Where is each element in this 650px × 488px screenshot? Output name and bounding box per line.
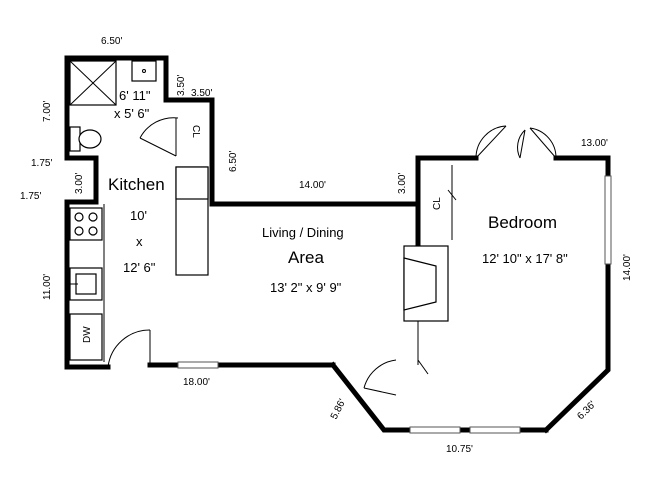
window-bay-right — [551, 385, 591, 425]
door-bedroom-c — [529, 127, 557, 159]
dim-175-b: 1.75' — [20, 191, 41, 202]
fixtures — [69, 60, 449, 362]
dim-1400-right: 14.00' — [622, 254, 633, 281]
bedroom-wall-right — [542, 155, 611, 434]
kitchen-dim-1: 10' — [130, 208, 147, 223]
dim-350-vertical: 3.50' — [176, 75, 187, 96]
door-bedroom-a — [475, 125, 507, 159]
window-bedroom-right — [604, 175, 612, 265]
bath-wall-left — [64, 55, 215, 161]
dishwasher-label: DW — [82, 326, 93, 343]
sink-icon — [131, 60, 157, 82]
toilet-icon — [69, 126, 102, 152]
kitchen-sink-icon — [69, 267, 103, 301]
dim-175-a: 1.75' — [31, 158, 52, 169]
living-name-2: Area — [288, 248, 324, 267]
window-bay-left — [343, 379, 381, 426]
living-dims: 13' 2" x 9' 9" — [270, 280, 342, 295]
dim-1800: 18.00' — [183, 377, 210, 388]
dim-300-a: 3.00' — [74, 173, 85, 194]
closet-label-2: CL — [432, 197, 443, 210]
bath-dims: 6' 11" — [119, 88, 151, 103]
window-bay-bottom-b — [469, 426, 521, 434]
bedroom-dims: 12' 10" x 17' 8" — [482, 251, 568, 266]
stove-icon — [69, 207, 103, 241]
kitchen-dim-2: x — [136, 234, 143, 249]
dimension-labels: 6.50' 7.00' 3.50' 3.50' 6.50' 1.75' 1.75… — [20, 36, 633, 455]
window-bay-bottom-a — [409, 426, 461, 434]
bedroom-name: Bedroom — [488, 213, 557, 232]
fireplace-icon — [403, 245, 449, 322]
dim-1100: 11.00' — [42, 274, 53, 300]
bedroom-divider — [415, 155, 479, 207]
dishwasher-icon — [69, 313, 103, 361]
dim-1400-top: 14.00' — [299, 180, 326, 191]
dim-700: 7.00' — [42, 101, 53, 122]
dim-586: 5.86' — [329, 397, 349, 421]
dim-350-horizontal: 3.50' — [191, 88, 212, 99]
closet-label-1: CL — [190, 125, 201, 138]
dim-1300: 13.00' — [581, 138, 608, 149]
room-labels: 6' 11" x 5' 6" Kitchen 10' x 12' 6" Livi… — [82, 88, 568, 343]
dim-650-mid: 6.50' — [228, 151, 239, 172]
closet-wall-bed-low — [417, 359, 429, 375]
door-bath — [139, 117, 179, 139]
door-bedroom-b — [517, 129, 526, 159]
dim-300-b: 3.00' — [397, 173, 408, 194]
windows — [177, 175, 612, 434]
living-name-1: Living / Dining — [262, 225, 344, 240]
dim-1075: 10.75' — [446, 444, 473, 455]
door-kitchen — [107, 329, 151, 368]
kitchen-name: Kitchen — [108, 175, 165, 194]
bath-dims-2: x 5' 6" — [114, 106, 150, 121]
doors — [107, 117, 557, 396]
kitchen-dim-3: 12' 6" — [123, 260, 156, 275]
dim-636: 6.36' — [575, 399, 598, 422]
window-living-bottom — [177, 361, 219, 369]
bay-wall — [329, 361, 549, 433]
door-bay — [363, 359, 397, 389]
dim-top-650: 6.50' — [101, 36, 122, 47]
